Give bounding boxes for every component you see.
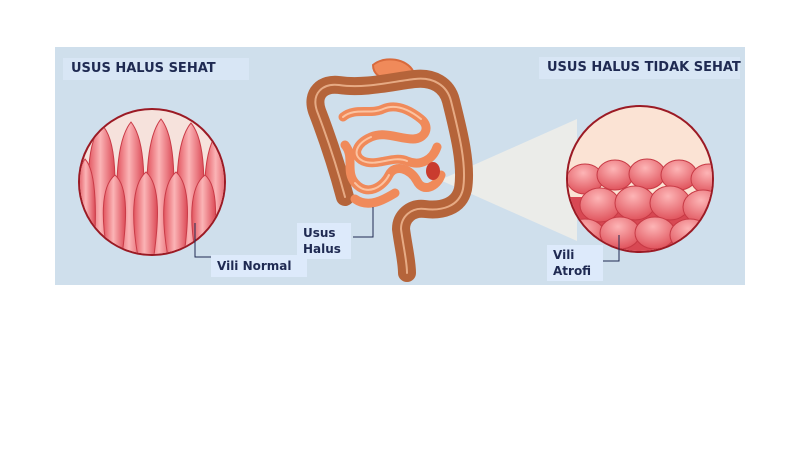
label-vili-normal: Vili Normal — [211, 255, 307, 277]
illustration-banner: USUS HALUS SEHAT USUS HALUS TIDAK SEHAT … — [55, 47, 745, 285]
title-healthy: USUS HALUS SEHAT — [63, 58, 249, 80]
label-atrofi-line1: Vili — [553, 248, 575, 262]
healthy-villi-circle — [78, 108, 226, 256]
label-usus-line2: Halus — [303, 242, 341, 256]
label-vili-atrofi: Vili Atrofi — [547, 245, 603, 281]
leader-line-atrofi — [603, 235, 620, 262]
leader-line-usus — [353, 207, 374, 238]
label-usus-halus: Usus Halus — [297, 223, 351, 259]
label-atrofi-line2: Atrofi — [553, 264, 592, 278]
zoom-cone — [440, 119, 577, 241]
digestive-tract — [306, 58, 474, 282]
label-usus-line1: Usus — [303, 226, 336, 240]
atrophy-villi-circle — [566, 105, 714, 253]
leader-line-normal — [194, 223, 213, 258]
illustration — [78, 58, 714, 282]
title-unhealthy: USUS HALUS TIDAK SEHAT — [539, 57, 741, 79]
